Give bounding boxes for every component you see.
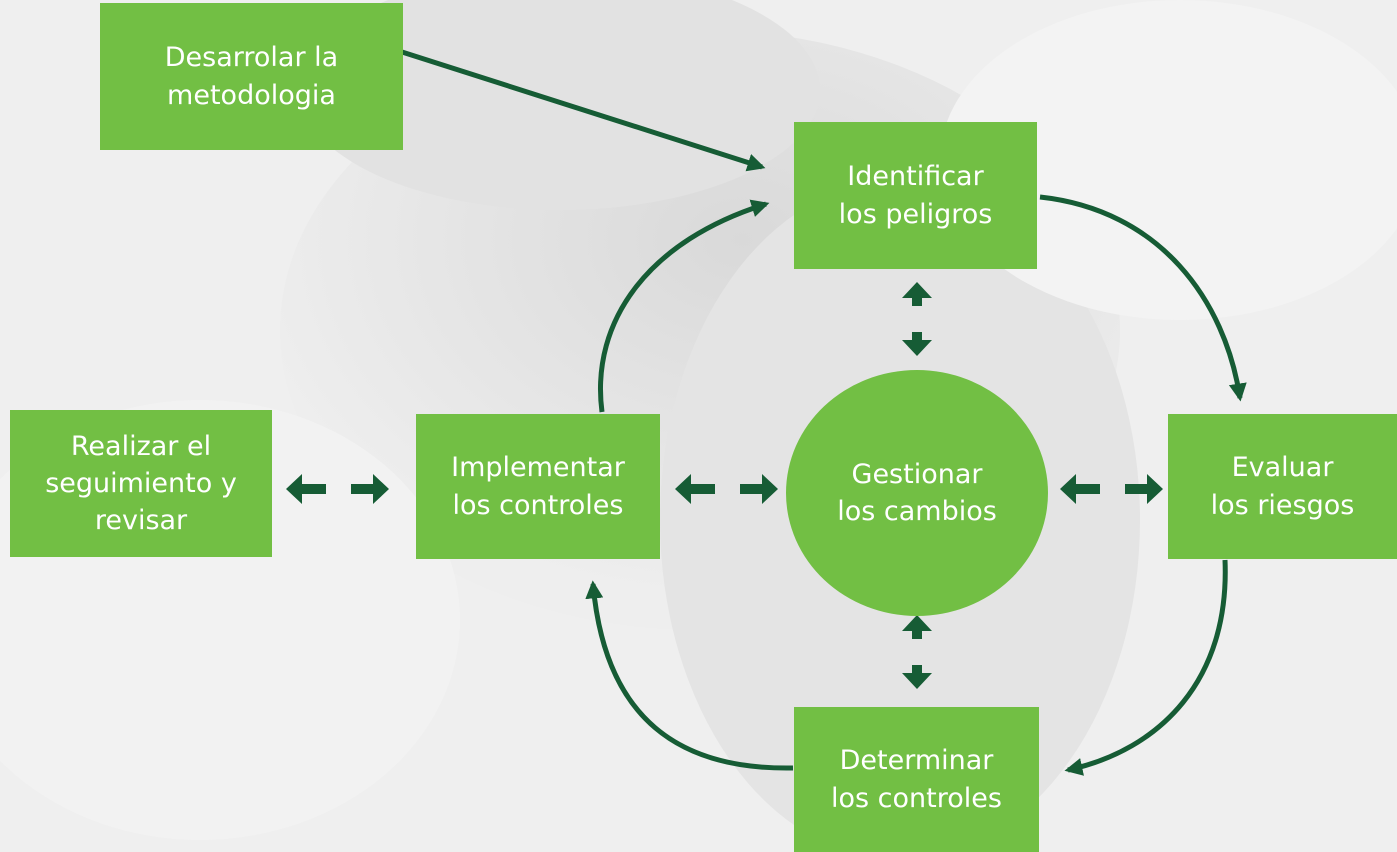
box-identify-hazards: Identificar los peligros xyxy=(794,122,1037,269)
box-identify-label: Identificar los peligros xyxy=(838,161,993,230)
arrow-determine-to-implement xyxy=(585,580,794,771)
circle-manage-changes: Gestionar los cambios xyxy=(786,370,1048,616)
double-arrow-implement-manage xyxy=(675,474,778,504)
box-develop-label: Desarrolar la metodologia xyxy=(164,42,339,111)
box-follow-up-label: Realizar el seguimiento y revisar xyxy=(45,430,237,537)
box-evaluate-label: Evaluar los riesgos xyxy=(1210,452,1355,521)
box-determine-controls: Determinar los controles xyxy=(794,707,1039,852)
box-follow-up-review: Realizar el seguimiento y revisar xyxy=(10,410,272,557)
circle-manage-changes-label: Gestionar los cambios xyxy=(837,458,997,527)
double-arrow-manage-determine xyxy=(902,615,932,689)
box-evaluate-risks: Evaluar los riesgos xyxy=(1168,414,1397,559)
box-determine-label: Determinar los controles xyxy=(831,745,1002,814)
arrow-evaluate-to-determine xyxy=(1064,559,1228,776)
arrow-implement-to-identify xyxy=(598,199,770,413)
double-arrow-identify-manage xyxy=(902,282,932,356)
double-arrow-manage-evaluate xyxy=(1060,474,1163,504)
double-arrow-followup-implement xyxy=(286,474,389,504)
arrow-develop-to-identify xyxy=(401,49,766,172)
box-implement-controls: Implementar los controles xyxy=(416,414,660,559)
box-develop-methodology: Desarrolar la metodologia xyxy=(100,3,403,150)
arrow-identify-to-evaluate xyxy=(1039,194,1247,402)
box-implement-label: Implementar los controles xyxy=(451,452,625,521)
